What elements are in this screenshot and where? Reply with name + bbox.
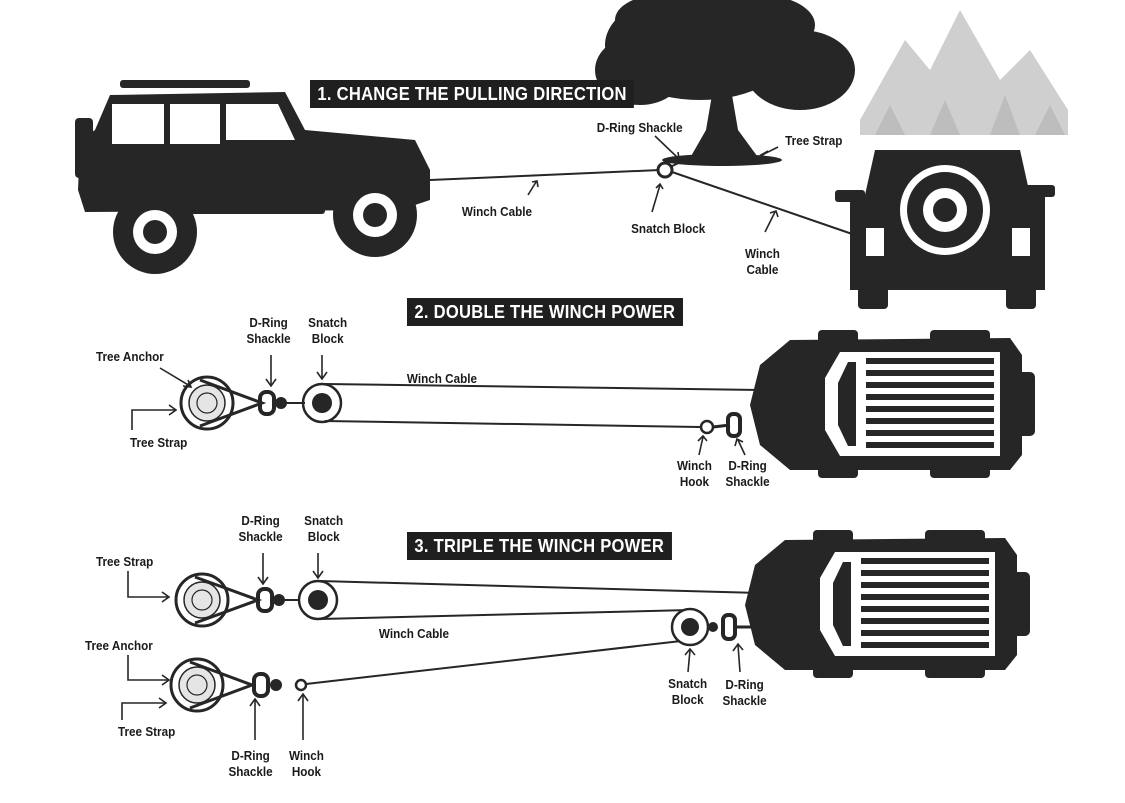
label-winch-hook-bottom-s3: Winch Hook xyxy=(288,748,324,779)
label-snatch-block-vehicle-s3: Snatch Block xyxy=(668,676,708,707)
section1-snatch-block xyxy=(656,155,695,179)
tree-icon xyxy=(595,0,855,166)
section2-d-ring-shackle-icon xyxy=(258,390,287,416)
section1-arrows xyxy=(527,135,779,233)
section2-title: 2. DOUBLE THE WINCH POWER xyxy=(407,298,683,326)
mountains-background xyxy=(860,10,1068,135)
section3-cables xyxy=(279,580,761,685)
label-tree-strap-bottom-s3: Tree Strap xyxy=(118,724,176,739)
label-tree-anchor-s3: Tree Anchor xyxy=(85,638,153,653)
label-d-ring-shackle-s3: D-Ring Shackle xyxy=(238,513,283,544)
label-snatch-block-s1: Snatch Block xyxy=(631,221,706,236)
section3-arrows xyxy=(121,553,744,740)
section3-tree-anchor-top-icon xyxy=(174,572,339,628)
section1-title: 1. CHANGE THE PULLING DIRECTION xyxy=(310,80,635,108)
label-snatch-block-s3: Snatch Block xyxy=(304,513,344,544)
jeep-side-icon xyxy=(75,80,430,274)
jeep-rear-icon xyxy=(835,150,1055,309)
section3-jeep-top-icon xyxy=(745,530,1030,678)
section3-vehicle-snatch-block-icon xyxy=(670,607,755,647)
section2-arrows xyxy=(131,355,746,456)
label-snatch-block-s2: Snatch Block xyxy=(308,315,348,346)
label-winch-hook-s2: Winch Hook xyxy=(676,458,712,489)
label-tree-strap-top-s3: Tree Strap xyxy=(96,554,154,569)
label-d-ring-shackle-vehicle-s2: D-Ring Shackle xyxy=(725,458,770,489)
label-d-ring-shackle-s1: D-Ring Shackle xyxy=(596,120,683,135)
label-tree-strap-s1: Tree Strap xyxy=(785,133,843,148)
section3-title: 3. TRIPLE THE WINCH POWER xyxy=(407,532,672,560)
section2-cables xyxy=(282,383,761,428)
section2-tree-anchor-icon xyxy=(179,375,267,431)
label-winch-cable-s3: Winch Cable xyxy=(378,626,450,641)
label-winch-cable-left: Winch Cable xyxy=(461,204,533,219)
section3-tree-anchor-bottom-icon xyxy=(169,657,308,713)
section2-jeep-top-icon xyxy=(750,330,1035,478)
label-d-ring-shackle-bottom-s3: D-Ring Shackle xyxy=(228,748,273,779)
label-tree-anchor-s2: Tree Anchor xyxy=(96,349,164,364)
label-winch-cable-right: Winch Cable xyxy=(744,246,780,277)
section2-snatch-block-icon xyxy=(301,382,343,424)
label-tree-strap-s2: Tree Strap xyxy=(130,435,188,450)
section2-winch-hook-icon xyxy=(699,412,742,438)
label-d-ring-shackle-vehicle-s3: D-Ring Shackle xyxy=(722,677,767,708)
label-winch-cable-s2: Winch Cable xyxy=(406,371,478,386)
label-d-ring-shackle-s2: D-Ring Shackle xyxy=(246,315,291,346)
